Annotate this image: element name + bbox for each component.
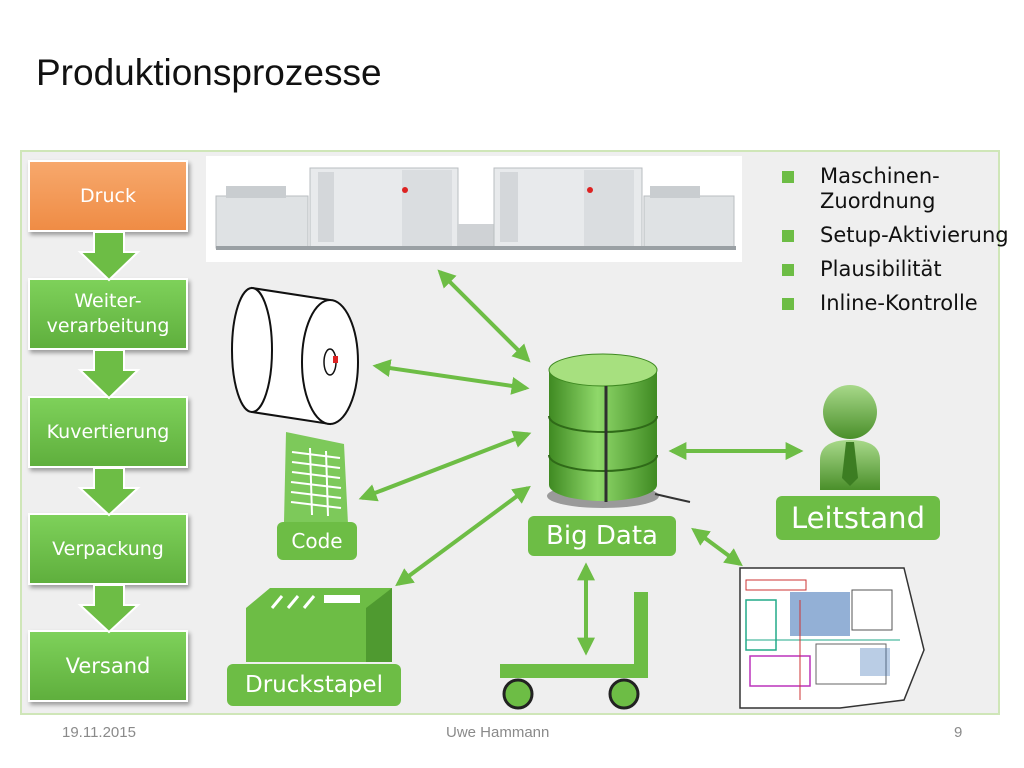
step-versand: Versand — [28, 630, 188, 702]
big-data-label: Big Data — [528, 516, 676, 556]
footer-page-number: 9 — [954, 724, 963, 741]
footer-author: Uwe Hammann — [446, 724, 550, 741]
floor-plan-image — [739, 567, 925, 709]
step-connectors — [77, 231, 141, 634]
connection-arrows — [358, 269, 804, 656]
bullet-item: Inline-Kontrolle — [782, 291, 1010, 316]
database-icon — [547, 353, 691, 508]
page-title: Produktionsprozesse — [36, 52, 382, 93]
bullet-item: Plausibilität — [782, 257, 1010, 282]
footer-date: 19.11.2015 — [62, 724, 136, 741]
paper-roll-icon — [231, 286, 359, 426]
printing-press-image — [206, 156, 742, 262]
code-label: Code — [277, 522, 357, 560]
trolley-icon — [500, 592, 648, 710]
leitstand-label: Leitstand — [776, 496, 940, 540]
bullet-item: Setup-Aktivierung — [782, 223, 1010, 248]
druckstapel-label: Druckstapel — [227, 664, 401, 706]
bullet-item: Maschinen-Zuordnung — [782, 164, 1010, 214]
feature-list: Maschinen-Zuordnung Setup-Aktivierung Pl… — [782, 164, 1010, 325]
druckstapel-icon — [246, 588, 392, 662]
step-kuvertierung: Kuvertierung — [28, 396, 188, 468]
code-sheet-icon — [284, 432, 348, 524]
person-icon — [820, 385, 880, 490]
